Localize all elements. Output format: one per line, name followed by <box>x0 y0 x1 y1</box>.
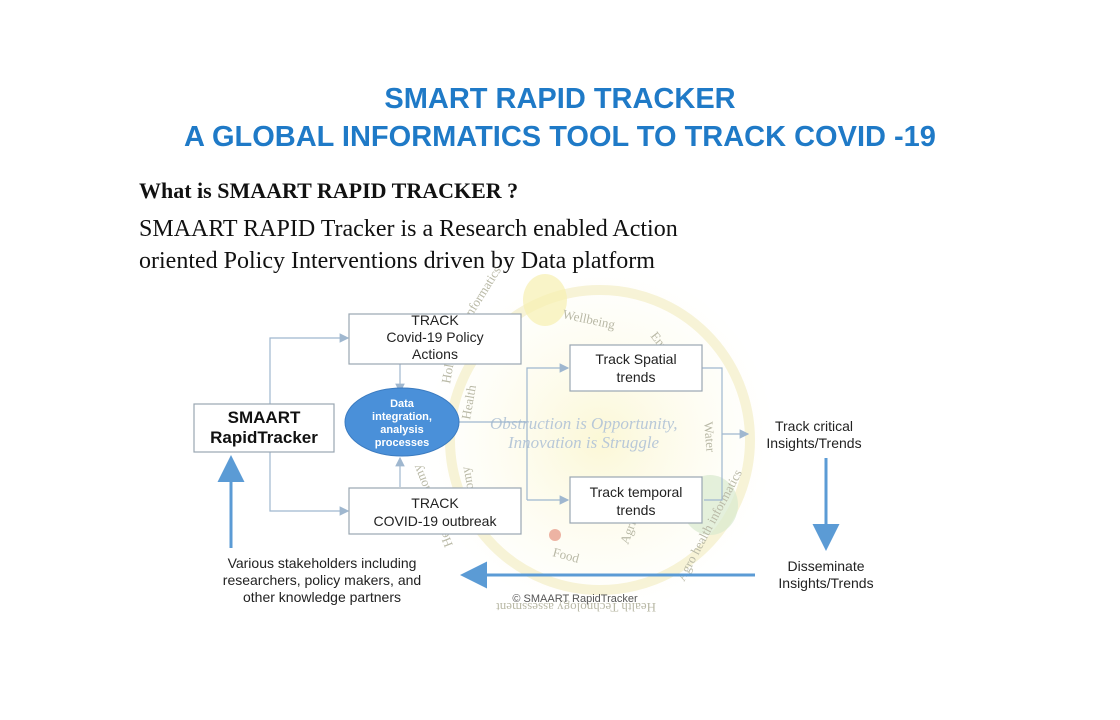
policy-node: TRACK Covid-19 Policy Actions <box>348 312 522 365</box>
temporal-label-line-2: trends <box>617 502 656 518</box>
disseminate-label-line-1: Disseminate <box>787 558 864 574</box>
stakeholders-label-line-2: researchers, policy makers, and <box>223 572 421 588</box>
intro-question: What is SMAART RAPID TRACKER ? <box>139 178 519 203</box>
critical-node: Track critical Insights/Trends <box>766 418 861 451</box>
outbreak-label-line-2: COVID-19 outbreak <box>374 513 498 529</box>
policy-label-line-2: Covid-19 Policy <box>386 329 483 345</box>
spatial-label-line-1: Track Spatial <box>595 351 676 367</box>
hub-label-line-2: integration, <box>372 411 432 423</box>
light-connectors <box>269 333 750 516</box>
critical-label-line-2: Insights/Trends <box>766 435 861 451</box>
intro-answer-line-1: SMAART RAPID Tracker is a Research enabl… <box>139 216 678 242</box>
stakeholders-label-line-1: Various stakeholders including <box>228 555 417 571</box>
critical-label-line-1: Track critical <box>775 418 853 434</box>
watermark-motto-line-2: Innovation is Struggle <box>507 433 660 452</box>
policy-label-line-3: Actions <box>412 346 458 362</box>
hub-to-spatial-arrow <box>526 363 570 500</box>
ring-word-health-technology: Health Technology assessment <box>496 600 656 615</box>
ring-word-health: Health <box>458 383 479 420</box>
spatial-label-line-2: trends <box>617 369 656 385</box>
disseminate-label-line-2: Insights/Trends <box>778 575 873 591</box>
temporal-node: Track temporal trends <box>569 476 703 524</box>
copyright-notice: © SMAART RapidTracker <box>512 593 638 605</box>
source-label-line-2: RapidTracker <box>210 428 318 447</box>
source-to-policy-arrow <box>269 333 350 404</box>
hub-node: Data integration, analysis processes <box>344 387 460 457</box>
policy-label-line-1: TRACK <box>411 312 459 328</box>
ring-word-food: Food <box>551 544 581 566</box>
outbreak-node: TRACK COVID-19 outbreak <box>348 487 522 535</box>
source-to-outbreak-arrow <box>269 452 350 516</box>
disseminate-node: Disseminate Insights/Trends <box>778 558 873 591</box>
temporal-label-line-1: Track temporal <box>590 484 683 500</box>
slide-title-line-1: SMART RAPID TRACKER <box>384 83 736 115</box>
stakeholders-label-line-3: other knowledge partners <box>243 589 401 605</box>
slide-title-line-2: A GLOBAL INFORMATICS TOOL TO TRACK COVID… <box>184 121 936 153</box>
hub-label-line-4: processes <box>375 437 429 449</box>
source-label-line-1: SMAART <box>228 408 301 427</box>
stakeholders-node: Various stakeholders including researche… <box>223 555 421 605</box>
outbreak-label-line-1: TRACK <box>411 495 459 511</box>
source-node: SMAART RapidTracker <box>193 403 335 453</box>
hub-label-line-3: analysis <box>380 424 423 436</box>
ring-word-water: Water <box>701 421 719 454</box>
hub-label-line-1: Data <box>390 398 415 410</box>
spatial-node: Track Spatial trends <box>569 344 703 392</box>
strong-connectors <box>217 455 840 589</box>
watermark-motto-line-1: Obstruction is Opportunity, <box>490 414 677 433</box>
